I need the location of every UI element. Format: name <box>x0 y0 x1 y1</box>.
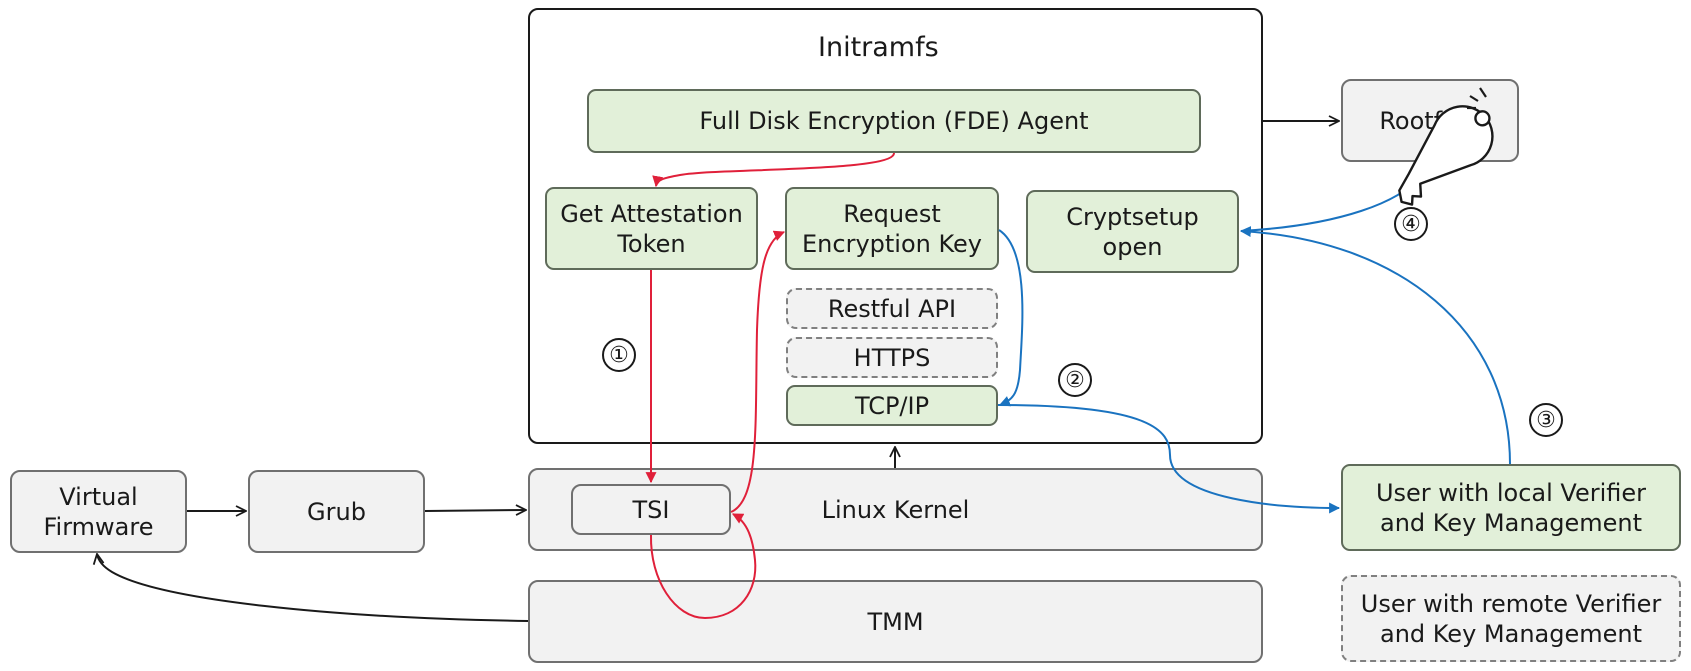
step-3-marker: ③ <box>1529 403 1563 437</box>
grub-label: Grub <box>307 497 366 526</box>
virtual-firmware-box: Virtual Firmware <box>10 470 187 553</box>
request-encryption-key-line2: Encryption Key <box>802 229 982 258</box>
arrow-request-to-tcp <box>998 229 1024 407</box>
arrow-fde-to-attestation <box>652 152 896 188</box>
fde-agent-label: Full Disk Encryption (FDE) Agent <box>699 107 1089 135</box>
grub-box: Grub <box>248 470 425 553</box>
arrow-local-verifier-to-cryptsetup <box>1239 226 1511 465</box>
step-2-marker: ② <box>1058 363 1092 397</box>
https-box: HTTPS <box>786 337 998 378</box>
request-encryption-key-line1: Request <box>843 199 941 228</box>
initramfs-title: Initramfs <box>818 32 939 63</box>
tsi-label: TSI <box>632 495 670 524</box>
tmm-label: TMM <box>867 607 924 636</box>
restful-api-box: Restful API <box>786 288 998 329</box>
virtual-firmware-line2: Firmware <box>43 512 154 541</box>
arrow-grub-to-kernel <box>424 510 526 511</box>
tsi-box: TSI <box>571 484 731 535</box>
get-attestation-token-line2: Token <box>617 229 686 258</box>
cryptsetup-open-line1: Cryptsetup <box>1066 202 1199 231</box>
local-verifier-line2: and Key Management <box>1379 508 1643 537</box>
virtual-firmware-line1: Virtual <box>59 482 138 511</box>
linux-kernel-label: Linux Kernel <box>821 495 970 524</box>
local-verifier-line1: User with local Verifier <box>1375 478 1647 507</box>
request-encryption-key-box: Request Encryption Key <box>785 187 999 270</box>
arrow-tsi-to-request <box>730 230 786 513</box>
tcp-ip-label: TCP/IP <box>854 391 930 420</box>
arrow-tmm-to-firmware <box>97 554 529 622</box>
arrow-tsi-to-tmm-loop <box>649 513 757 620</box>
tcp-ip-box: TCP/IP <box>786 385 998 426</box>
fde-agent-box: Full Disk Encryption (FDE) Agent <box>587 89 1201 153</box>
key-spark-icon <box>1467 87 1487 110</box>
tmm-box: TMM <box>528 580 1263 663</box>
get-attestation-token-box: Get Attestation Token <box>545 187 758 270</box>
remote-verifier-box: User with remote Verifier and Key Manage… <box>1341 575 1681 662</box>
key-icon <box>1398 105 1494 206</box>
remote-verifier-line1: User with remote Verifier <box>1360 589 1662 618</box>
remote-verifier-line2: and Key Management <box>1379 619 1643 648</box>
get-attestation-token-line1: Get Attestation <box>560 199 743 228</box>
restful-api-label: Restful API <box>827 294 957 323</box>
step-4-marker: ④ <box>1394 207 1428 241</box>
cryptsetup-open-line2: open <box>1102 232 1163 261</box>
cryptsetup-open-box: Cryptsetup open <box>1026 190 1239 273</box>
step-1-marker: ① <box>602 338 636 372</box>
local-verifier-box: User with local Verifier and Key Managem… <box>1341 464 1681 551</box>
https-label: HTTPS <box>853 343 931 372</box>
arrow-tcp-to-local-verifier <box>997 404 1341 514</box>
